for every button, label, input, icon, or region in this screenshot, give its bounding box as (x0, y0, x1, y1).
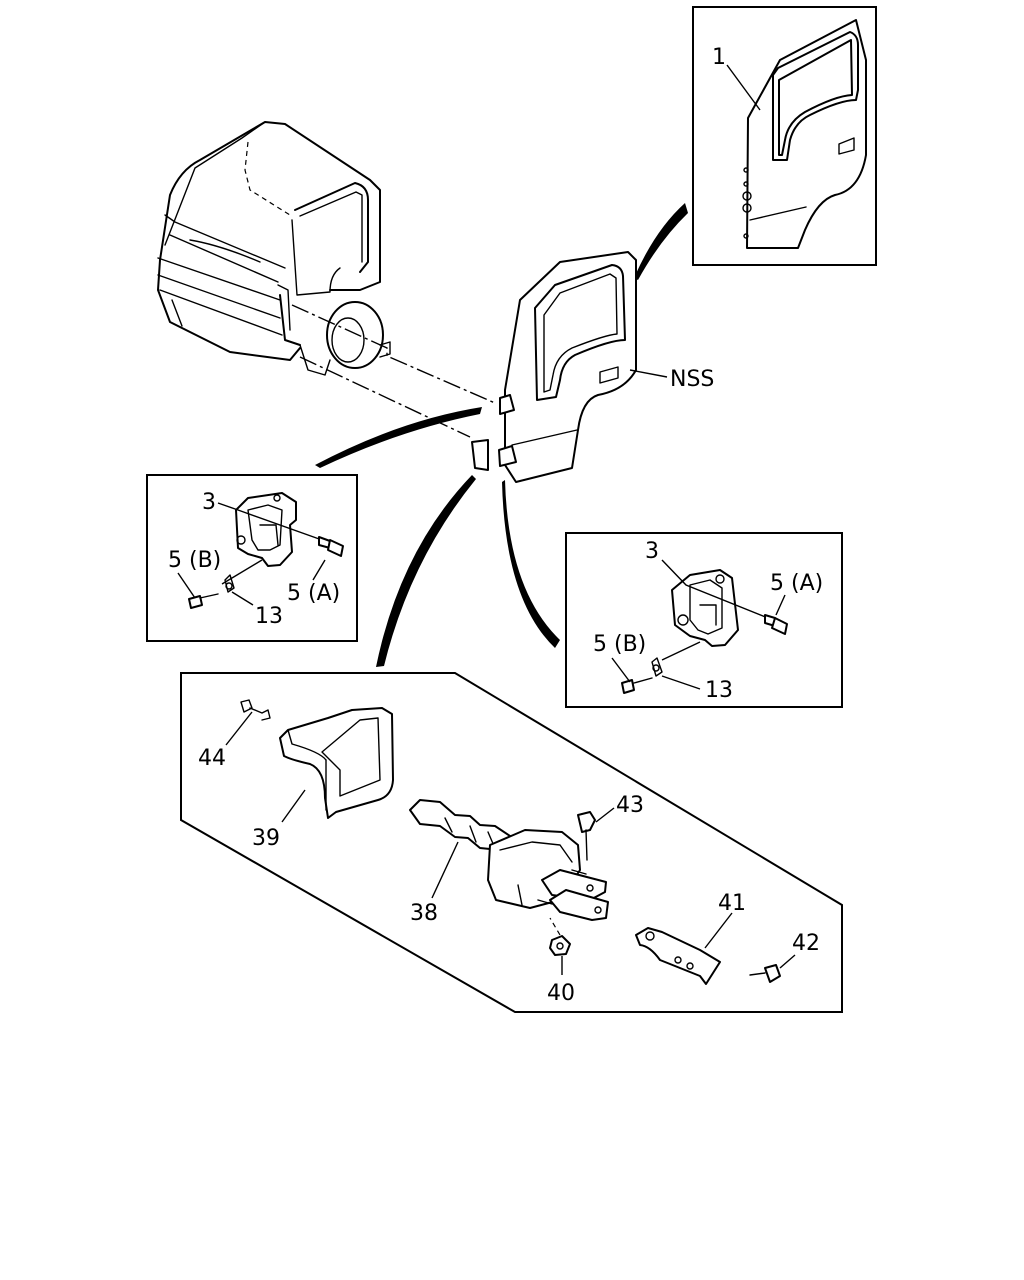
callout-wedge-check-strap (376, 475, 476, 667)
callout-wedge-lower-hinge (502, 480, 560, 648)
label-clip-left: 13 (255, 604, 283, 629)
check-strap-detail (180, 672, 843, 1013)
assembly-guide-lower (299, 356, 471, 438)
label-part-1: 1 (712, 45, 726, 70)
label-bolt-b-right: 5 (B) (593, 632, 646, 657)
nss-door (471, 251, 668, 483)
label-bolt-b-left: 5 (B) (168, 548, 221, 573)
door-detail-inset (692, 6, 877, 266)
label-part-41: 41 (718, 891, 746, 916)
label-clip-right: 13 (705, 678, 733, 703)
label-part-38: 38 (410, 901, 438, 926)
label-bolt-a-left: 5 (A) (287, 581, 340, 606)
label-part-42: 42 (792, 931, 820, 956)
callout-wedge-upper-hinge (315, 407, 482, 468)
callout-wedge-door (634, 203, 688, 280)
label-part-43: 43 (616, 793, 644, 818)
label-part-39: 39 (252, 826, 280, 851)
hinge-detail-left (146, 474, 358, 642)
hinge-detail-right (565, 532, 843, 708)
label-hinge-left: 3 (202, 490, 216, 515)
truck-cab-outline (157, 121, 384, 376)
assembly-guide-upper (291, 304, 496, 404)
label-part-44: 44 (198, 746, 226, 771)
label-hinge-right: 3 (645, 539, 659, 564)
label-bolt-a-right: 5 (A) (770, 571, 823, 596)
label-nss: NSS (670, 367, 714, 392)
label-part-40: 40 (547, 981, 575, 1006)
